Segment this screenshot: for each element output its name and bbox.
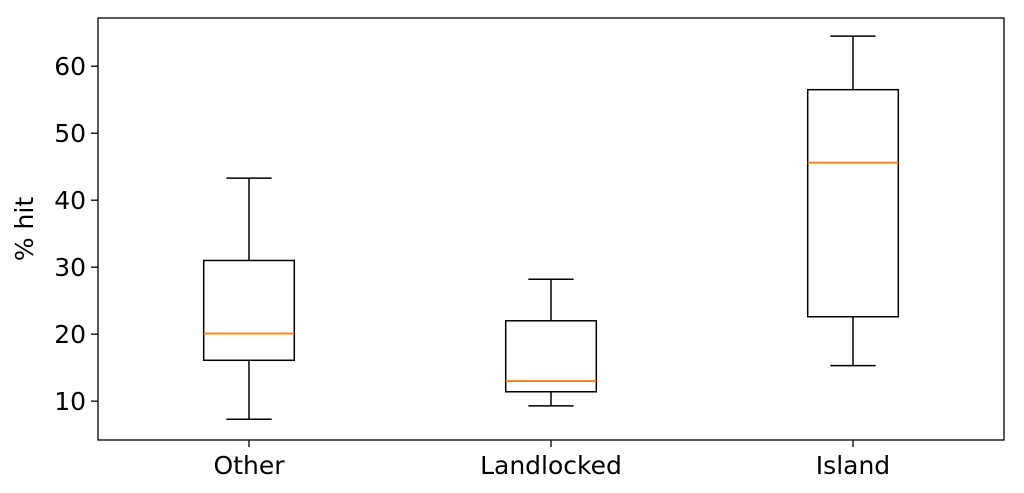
x-axis: Other Landlocked Island: [214, 440, 890, 480]
y-tick-label: 10: [54, 387, 86, 416]
y-tick-label: 30: [54, 253, 86, 282]
box-other: [202, 177, 296, 420]
iqr-box: [202, 259, 296, 362]
y-tick-label: 20: [54, 320, 86, 349]
y-tick-label: 50: [54, 119, 86, 148]
x-tick-label: Island: [816, 451, 890, 480]
y-tick-label: 40: [54, 186, 86, 215]
plot-area: [97, 17, 1005, 441]
iqr-box: [806, 88, 900, 318]
boxes-group: [202, 35, 900, 420]
x-tick-label: Landlocked: [480, 451, 622, 480]
y-tick-label: 60: [54, 52, 86, 81]
y-axis: 10 20 30 40 50 60: [54, 52, 98, 416]
x-tick-label: Other: [214, 451, 286, 480]
iqr-box: [504, 320, 598, 393]
box-island: [806, 35, 900, 367]
y-axis-label: % hit: [10, 197, 39, 261]
box-landlocked: [504, 278, 598, 407]
